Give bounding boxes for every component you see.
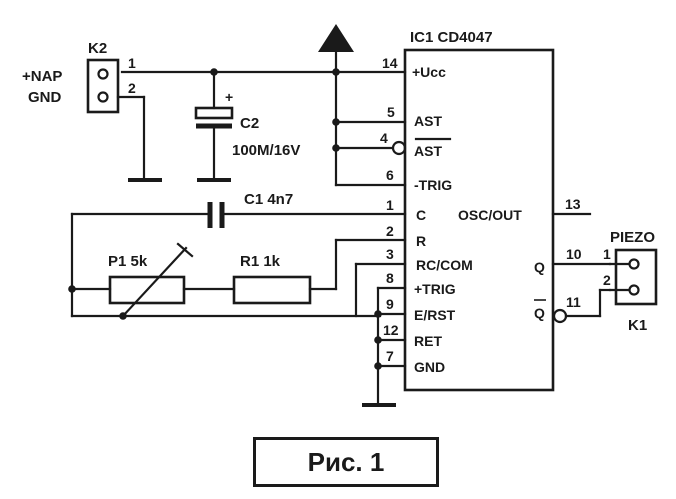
pin-name: -TRIG — [414, 177, 452, 193]
k2-pin1: 1 — [128, 55, 136, 71]
pin-name: Q — [534, 259, 545, 275]
ic-title: IC1 CD4047 — [410, 29, 493, 46]
pin-number: 6 — [386, 167, 394, 183]
c1-label: C1 4n7 — [244, 191, 293, 208]
k1-title: PIEZO — [610, 229, 655, 246]
pin-number: 12 — [383, 322, 399, 338]
k2-pos-label: +NAP — [22, 68, 62, 85]
k1-pin2: 2 — [603, 272, 611, 288]
pin-number: 2 — [386, 223, 394, 239]
pin-number: 10 — [566, 246, 582, 262]
pin-number: 3 — [386, 246, 394, 262]
junction-dot — [374, 362, 382, 370]
pin-name: Q — [534, 305, 545, 321]
pin-name: +TRIG — [414, 281, 456, 297]
pin-name: RC/COM — [416, 257, 473, 273]
r1-label: R1 1k — [240, 253, 281, 270]
pin-name: OSC/OUT — [458, 207, 522, 223]
supply-arrow-icon — [318, 24, 354, 52]
pin-name: AST — [414, 143, 442, 159]
pin-name: RET — [414, 333, 442, 349]
pin-number: 4 — [380, 130, 388, 146]
pin-name: +Ucc — [412, 64, 446, 80]
pin-number: 1 — [386, 197, 394, 213]
junction-dot — [374, 310, 382, 318]
c2-polarity: + — [225, 89, 233, 105]
c2-capacitor — [194, 106, 234, 120]
pin-number: 8 — [386, 270, 394, 286]
pin-number: 14 — [382, 55, 398, 71]
k1-connector — [614, 248, 658, 306]
ic-body — [403, 48, 555, 392]
k2-connector — [86, 58, 120, 114]
junction-dot — [374, 336, 382, 344]
inversion-bubble — [391, 140, 407, 156]
c2-value: 100M/16V — [232, 142, 300, 159]
pin-name: AST — [414, 113, 442, 129]
pin-number: 5 — [387, 104, 395, 120]
k2-pin2: 2 — [128, 80, 136, 96]
figure-caption-box: Рис. 1 — [253, 437, 439, 487]
pin-name: E/RST — [414, 307, 456, 323]
pin-number: 7 — [386, 348, 394, 364]
k1-label: K1 — [628, 317, 647, 334]
p1-label: P1 5k — [108, 253, 148, 270]
figure-caption: Рис. 1 — [307, 446, 385, 477]
k2-label: K2 — [88, 40, 107, 57]
k2-gnd-label: GND — [28, 89, 62, 106]
pin-name: GND — [414, 359, 445, 375]
pin-name: C — [416, 207, 426, 223]
pin-number: 9 — [386, 296, 394, 312]
r1-resistor — [232, 275, 312, 305]
k1-pin1: 1 — [603, 246, 611, 262]
inversion-bubble — [552, 308, 568, 324]
pin-name: R — [416, 233, 426, 249]
c2-label: C2 — [240, 115, 259, 132]
pin-number: 11 — [566, 294, 581, 310]
pin-number: 13 — [565, 196, 581, 212]
